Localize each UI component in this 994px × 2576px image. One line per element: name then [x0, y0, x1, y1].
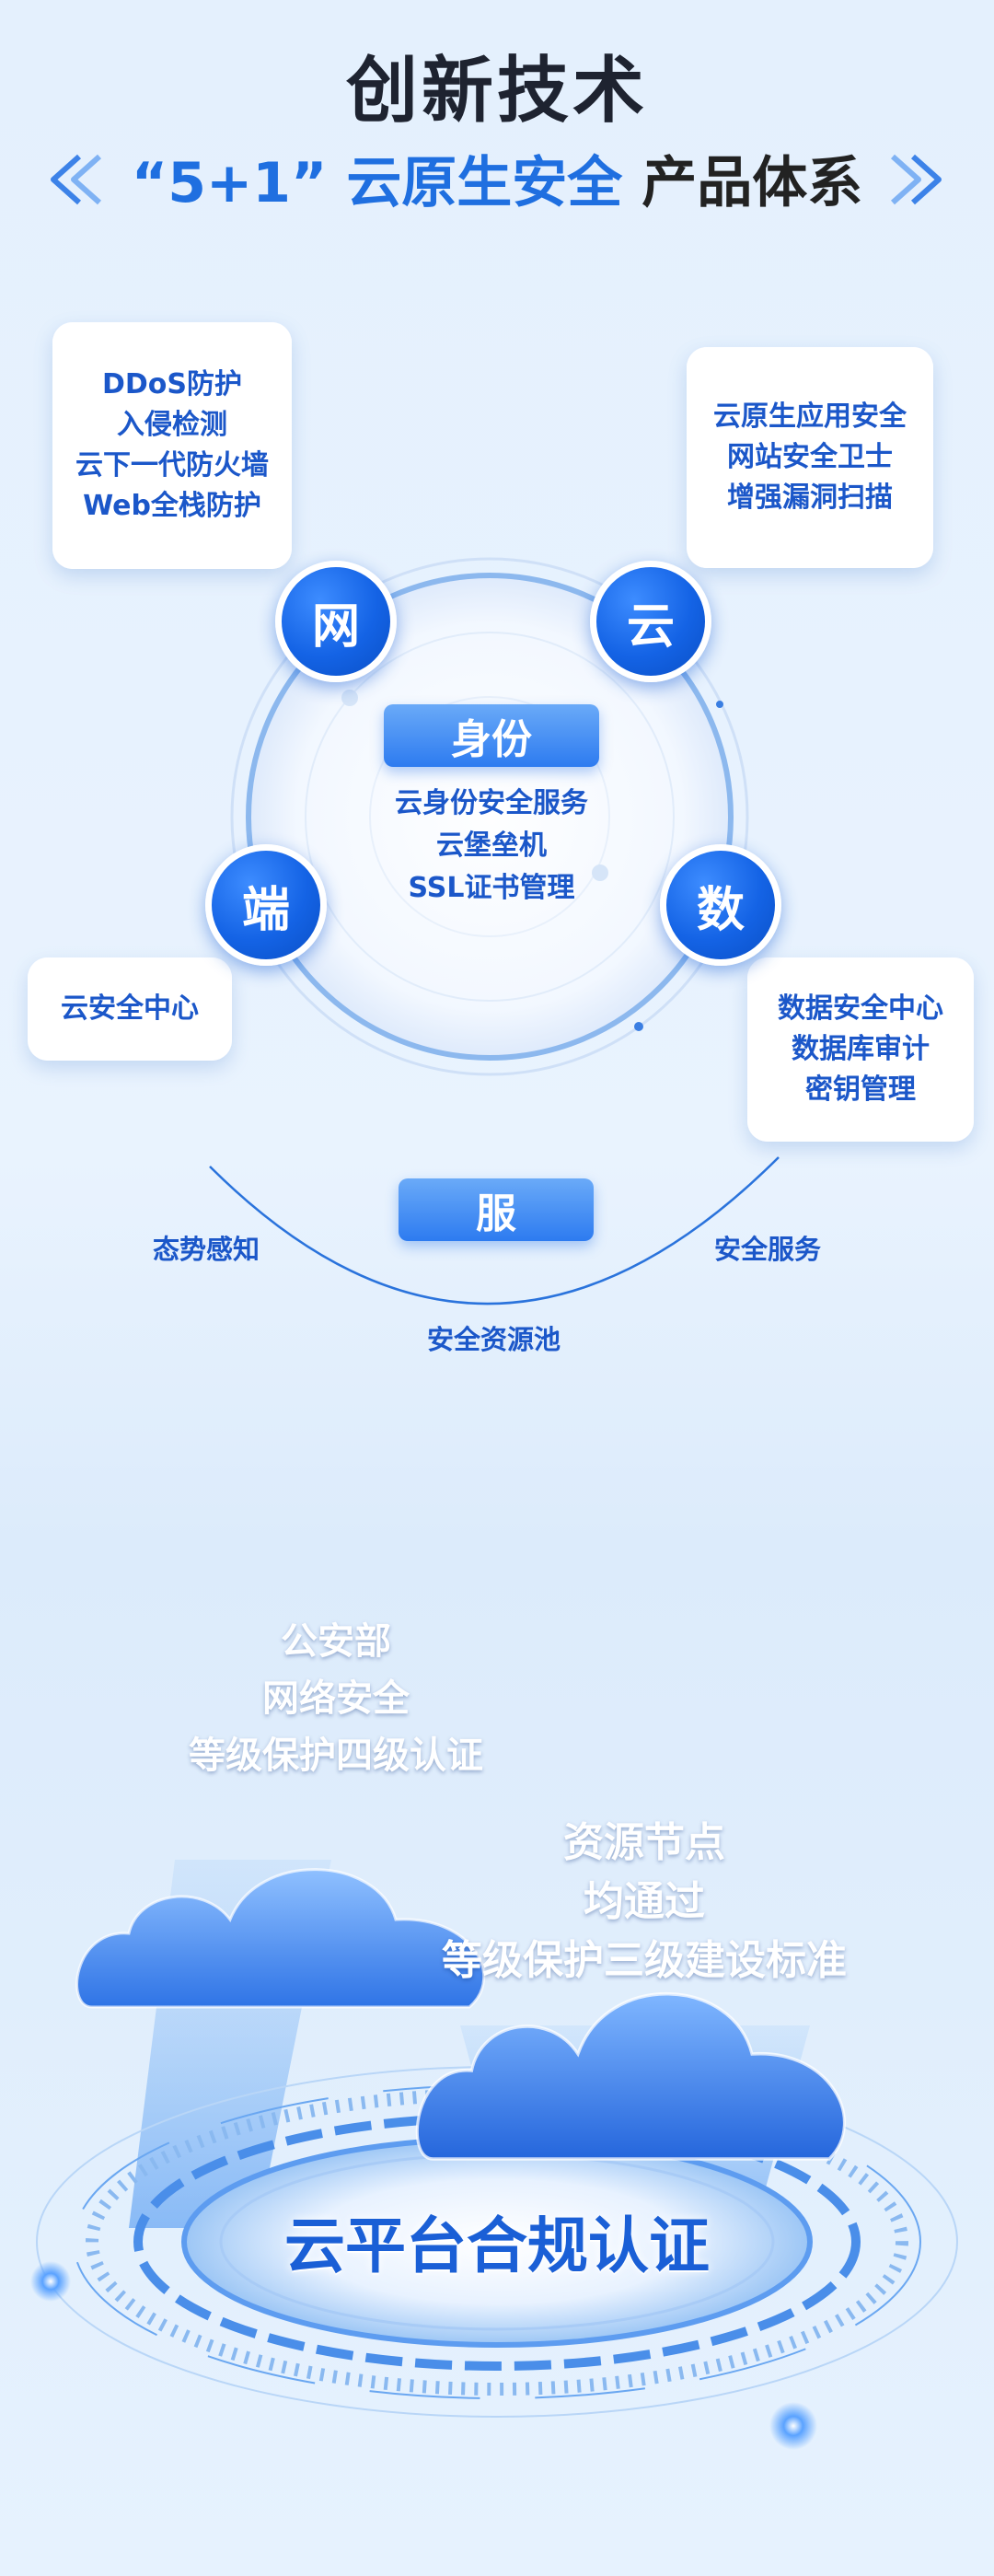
subtitle-highlight: 云原生安全	[346, 151, 623, 215]
compliance-platform-label: 云平台合规认证	[284, 2210, 710, 2281]
card-line: Web全栈防护	[83, 490, 261, 522]
right-chevrons-icon	[891, 154, 942, 205]
situation-awareness-label: 态势感知	[153, 1234, 260, 1265]
diagram-rings	[209, 557, 780, 1305]
identity-item: SSL证书管理	[408, 872, 575, 904]
card-line: 云下一代防火墙	[75, 449, 269, 482]
card-line: 网站安全卫士	[727, 441, 893, 473]
cloud-line: 网络安全	[262, 1677, 410, 1720]
cloud-line: 等级保护三级建设标准	[442, 1937, 847, 1984]
service-pill: 服	[399, 1178, 594, 1241]
card-line: DDoS防护	[101, 368, 243, 400]
identity-pill: 身份	[384, 704, 599, 767]
platform-graphic	[30, 1860, 958, 2450]
security-service-label: 安全服务	[714, 1234, 822, 1265]
page-title: 创新技术	[345, 50, 648, 133]
card-line: 数据安全中心	[778, 992, 943, 1025]
subtitle-rest: 产品体系	[641, 151, 863, 215]
card-line: 入侵检测	[117, 409, 227, 441]
left-chevrons-icon	[51, 154, 101, 205]
card-line: 增强漏洞扫描	[727, 482, 893, 514]
cloud-line: 公安部	[281, 1620, 391, 1663]
node-cloud: 云	[590, 561, 711, 682]
card-cloud-security: 云原生应用安全 网站安全卫士 增强漏洞扫描	[687, 347, 933, 568]
card-line: 云安全中心	[61, 992, 199, 1025]
identity-item: 云身份安全服务	[395, 787, 588, 819]
cloud-line: 等级保护四级认证	[189, 1735, 483, 1777]
subtitle-quote: “5+1”	[131, 151, 328, 215]
cloud-line: 均通过	[584, 1878, 705, 1925]
card-network-security: DDoS防护 入侵检测 云下一代防火墙 Web全栈防护	[52, 322, 292, 569]
cloud-right-text: 资源节点 均通过 等级保护三级建设标准	[396, 1814, 893, 1990]
subtitle: “5+1” 云原生安全 产品体系	[0, 138, 994, 218]
cloud-left-text: 公安部 网络安全 等级保护四级认证	[138, 1613, 534, 1784]
identity-item: 云堡垒机	[436, 830, 547, 862]
card-line: 云原生应用安全	[713, 400, 907, 433]
identity-items: 云身份安全服务 云堡垒机 SSL证书管理	[352, 783, 631, 910]
resource-pool-label: 安全资源池	[427, 1324, 561, 1355]
node-endpoint: 端	[205, 844, 327, 966]
card-endpoint-security: 云安全中心	[28, 957, 232, 1061]
card-line: 数据库审计	[792, 1033, 930, 1065]
cloud-line: 资源节点	[563, 1819, 725, 1866]
card-data-security: 数据安全中心 数据库审计 密钥管理	[747, 957, 974, 1142]
node-data: 数	[660, 844, 781, 966]
node-network: 网	[275, 561, 397, 682]
card-line: 密钥管理	[805, 1073, 916, 1106]
